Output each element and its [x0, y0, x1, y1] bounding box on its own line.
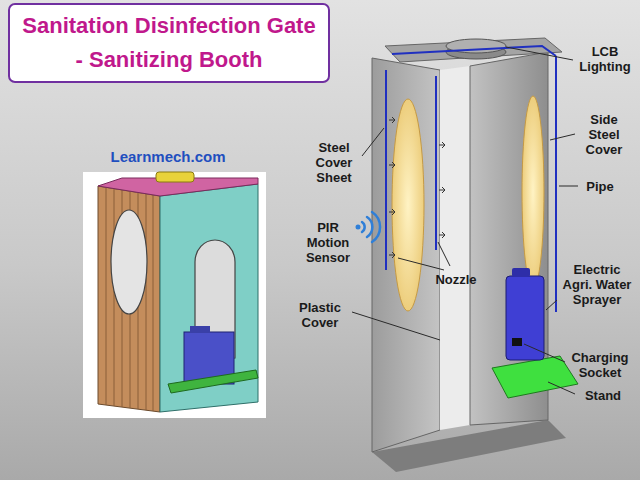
part-label: Charging Socket: [564, 350, 636, 380]
title-box: Sanitation Disinfection Gate - Sanitizin…: [8, 3, 330, 83]
title: Sanitation Disinfection Gate - Sanitizin…: [22, 9, 316, 77]
part-label: Electric Agri. Water Sprayer: [558, 262, 636, 307]
part-label: Steel Cover Sheet: [306, 140, 362, 185]
leader-lines: [352, 47, 578, 394]
part-label: Stand: [578, 388, 628, 403]
booth-render: [356, 38, 579, 472]
part-label: Plastic Cover: [290, 300, 350, 330]
part-label: Nozzle: [428, 272, 484, 287]
part-label: Pipe: [580, 179, 620, 194]
part-label: LCB Lighting: [575, 44, 635, 74]
site-name: Learnmech.com: [83, 148, 253, 166]
part-label: PIR Motion Sensor: [298, 220, 358, 265]
part-label: Side Steel Cover: [577, 112, 631, 157]
cad-render: [83, 172, 266, 418]
